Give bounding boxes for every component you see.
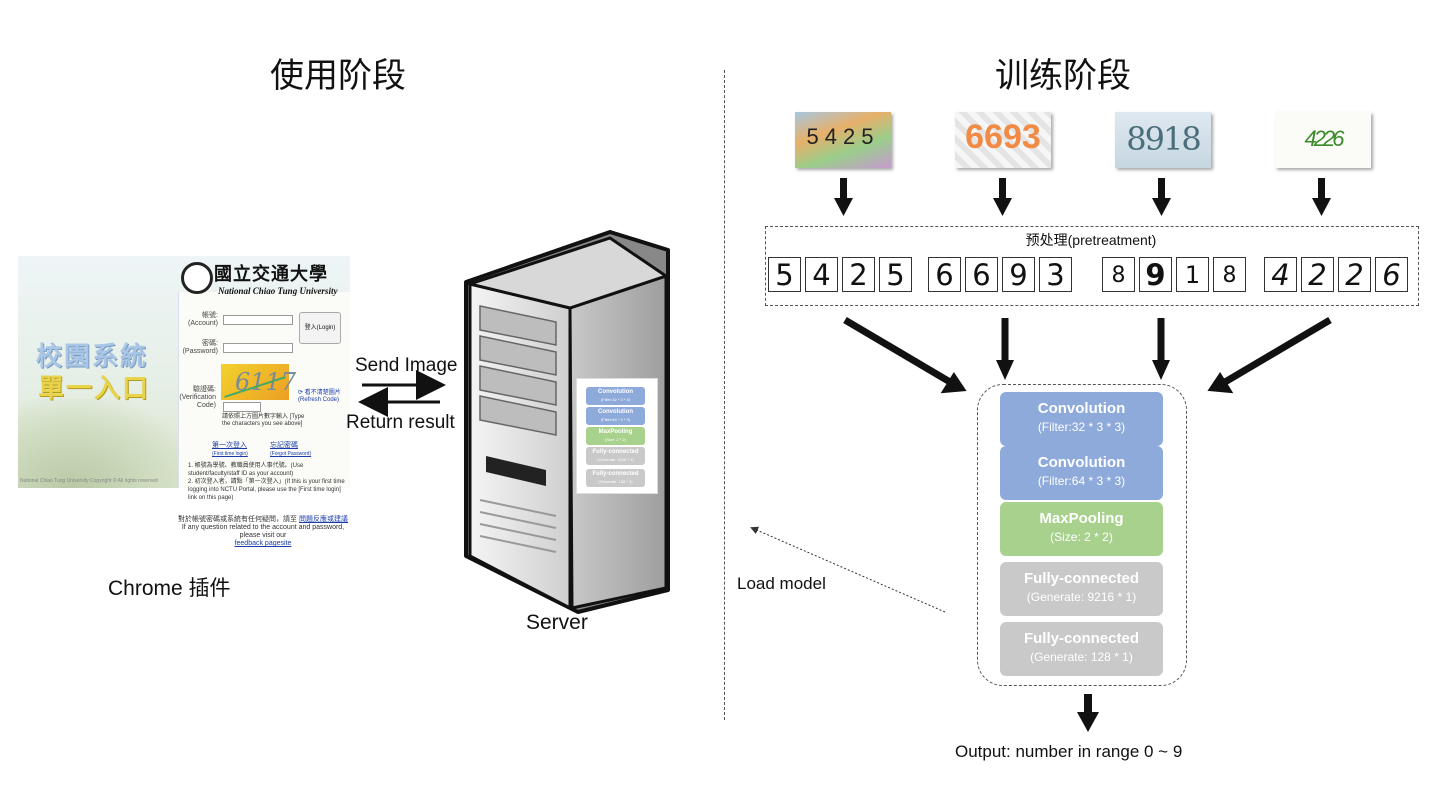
usage-stage-title: 使用阶段 [270, 56, 406, 96]
banner-line2: 單一入口 [38, 374, 151, 404]
note-2: 2. 初次登入者，請點「第一次登入」(If this is your first… [188, 479, 345, 501]
digit-1-4: 5 [879, 257, 912, 292]
captcha-sample-2: 6693 [955, 112, 1051, 168]
forgot-password-link[interactable]: 忘記密碼 (Forgot Password) [270, 442, 312, 457]
digit-4-1: 4 [1264, 257, 1297, 292]
layer-fully-connected-2: Fully-connected (Generate: 128 * 1) [1000, 622, 1163, 676]
refresh-code-link[interactable]: ⟳ 看不清楚圖片 (Refresh Code) [298, 390, 341, 403]
output-label: Output: number in range 0 ~ 9 [955, 742, 1183, 761]
university-name-en: National Chiao Tung University [218, 286, 338, 296]
mini-layer-5: Fully-connected(Generate: 128 * 1) [586, 469, 645, 487]
return-result-label: Return result [346, 412, 455, 433]
layer-convolution-2: Convolution (Filter:64 * 3 * 3) [1000, 446, 1163, 500]
stage-divider [724, 70, 725, 720]
account-input[interactable] [223, 315, 293, 325]
mini-layer-3: MaxPooling(Size: 2 * 2) [586, 427, 645, 445]
digit-3-1: 8 [1102, 257, 1135, 292]
mini-layer-4: Fully-connected(Generate: 9216 * 1) [586, 447, 645, 465]
digit-3-3: 1 [1176, 257, 1209, 292]
portal-notes: 1. 帳號為學號、教職員使用人事代號。(Use student/faculty/… [188, 462, 348, 502]
layer-convolution-1: Convolution (Filter:32 * 3 * 3) [1000, 392, 1163, 446]
chrome-plugin-label: Chrome 插件 [108, 577, 231, 600]
refresh-icon: ⟳ [298, 390, 304, 396]
digit-1-1: 5 [768, 257, 801, 292]
account-label: 帳號: (Account) [188, 312, 218, 327]
digit-3-4: 8 [1213, 257, 1246, 292]
mini-layer-1: Convolution(Filter:32 * 3 * 3) [586, 387, 645, 405]
password-input[interactable] [223, 343, 293, 353]
load-model-label: Load model [737, 574, 826, 593]
layer-fully-connected-1: Fully-connected (Generate: 9216 * 1) [1000, 562, 1163, 616]
login-button[interactable]: 登入(Login) [299, 312, 341, 344]
training-stage-title: 训练阶段 [995, 56, 1131, 96]
portal-faq: 對於帳號密碼或系統有任何疑問，請至 問題反應或建議 If any questio… [178, 516, 348, 547]
university-seal-icon [181, 262, 213, 294]
mini-layer-2: Convolution(Filter:64 * 3 * 3) [586, 407, 645, 425]
digit-2-3: 9 [1002, 257, 1035, 292]
digit-2-1: 6 [928, 257, 961, 292]
note-1: 1. 帳號為學號、教職員使用人事代號。(Use student/faculty/… [188, 463, 304, 477]
university-name-cn: 國立交通大學 [214, 264, 328, 285]
digit-1-3: 2 [842, 257, 875, 292]
digit-4-4: 6 [1375, 257, 1408, 292]
captcha-sample-3: 8918 [1115, 112, 1211, 168]
password-label: 密碼: (Password) [182, 340, 218, 355]
server-model-thumbnail: Convolution(Filter:32 * 3 * 3) Convoluti… [576, 378, 658, 494]
layer-maxpooling: MaxPooling (Size: 2 * 2) [1000, 502, 1163, 556]
server-label: Server [526, 611, 588, 634]
digit-1-2: 4 [805, 257, 838, 292]
campus-background [18, 398, 198, 488]
captcha-sample-1: 5425 [795, 112, 891, 168]
digit-2-2: 6 [965, 257, 998, 292]
verify-label: 驗證碼: (Verification Code) [179, 386, 216, 409]
banner-line1: 校園系統 [36, 342, 149, 372]
nctu-portal-screenshot: 國立交通大學 National Chiao Tung University 校園… [18, 256, 350, 488]
feedback-link[interactable]: feedback pagesite [234, 540, 292, 547]
digit-3-2: 9 [1139, 257, 1172, 292]
captcha-image: 6117 [221, 364, 296, 400]
captcha-hint: 請依照上方圖片數字輸入 [Type the characters you see… [222, 414, 305, 427]
cnn-model-container [977, 384, 1187, 686]
captcha-input[interactable] [223, 402, 261, 412]
faq-link[interactable]: 問題反應或建議 [298, 516, 348, 523]
digit-4-2: 2 [1301, 257, 1334, 292]
pretreatment-label: 预处理(pretreatment) [1025, 232, 1157, 248]
digit-2-4: 3 [1039, 257, 1072, 292]
pretreatment-box [765, 226, 1419, 306]
first-login-link[interactable]: 第一次登入 (First time login) [212, 442, 248, 457]
copyright-text: National Chiao Tung University Copyright… [20, 478, 158, 484]
captcha-sample-4: 4226 [1275, 112, 1371, 168]
digit-4-3: 2 [1338, 257, 1371, 292]
